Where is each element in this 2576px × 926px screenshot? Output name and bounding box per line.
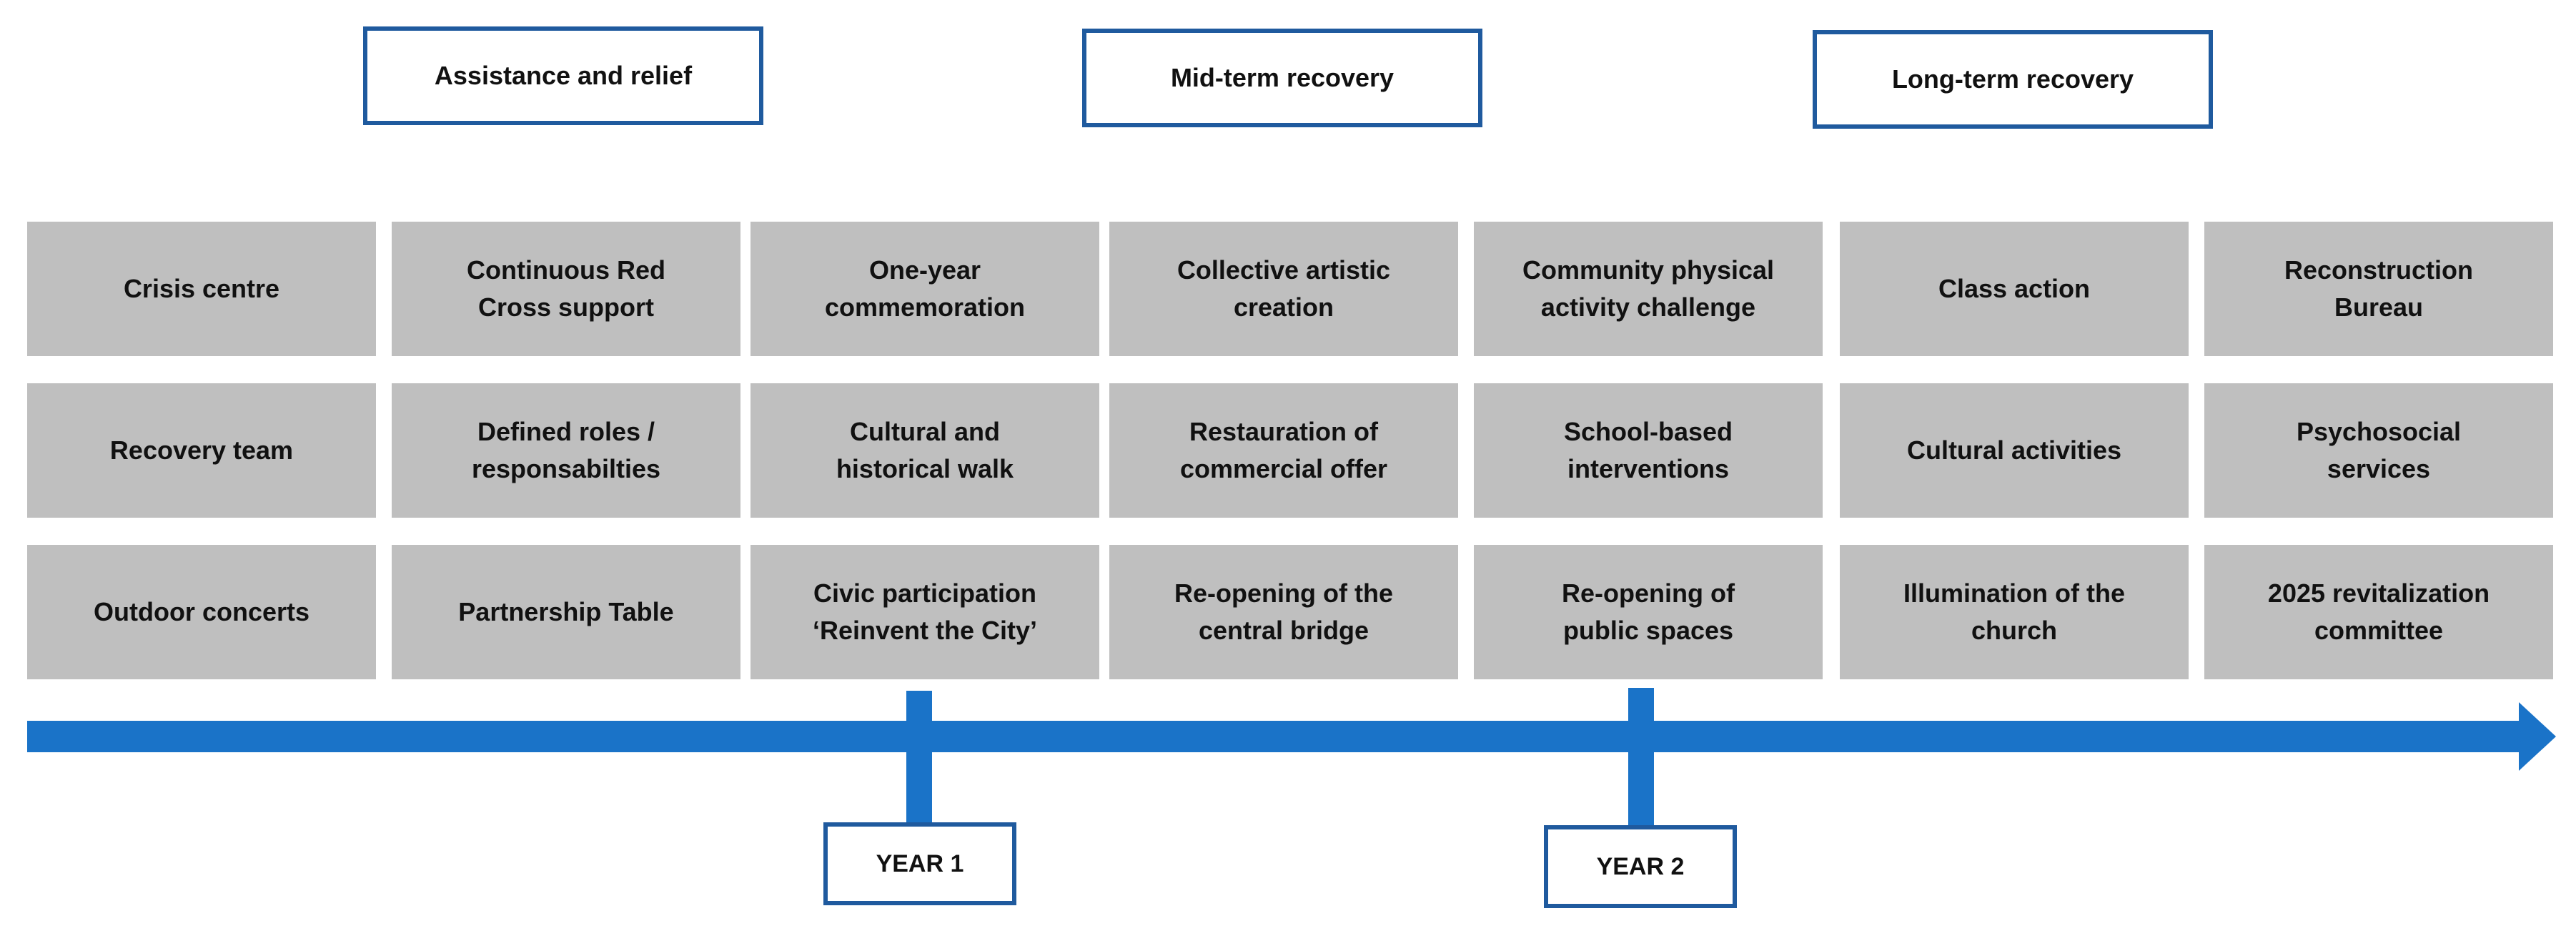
activity-cell: 2025 revitalization committee [2204, 545, 2553, 679]
phase-assistance-and-relief: Assistance and relief [363, 26, 763, 125]
activity-cell: Recovery team [27, 383, 376, 518]
activity-cell: Reconstruction Bureau [2204, 222, 2553, 356]
phase-long-term-recovery: Long-term recovery [1813, 30, 2213, 129]
activity-cell: Defined roles / responsabilties [392, 383, 740, 518]
activity-cell: Continuous Red Cross support [392, 222, 740, 356]
activity-cell: Crisis centre [27, 222, 376, 356]
activity-cell: Outdoor concerts [27, 545, 376, 679]
year-1-marker: YEAR 1 [823, 822, 1016, 905]
timeline-arrow-shaft [27, 721, 2520, 752]
activity-cell: Partnership Table [392, 545, 740, 679]
activity-cell: Community physical activity challenge [1474, 222, 1823, 356]
activity-cell: Restauration of commercial offer [1109, 383, 1458, 518]
activity-cell: Psychosocial services [2204, 383, 2553, 518]
activity-cell: One-year commemoration [750, 222, 1099, 356]
activity-cell: Cultural activities [1840, 383, 2189, 518]
activity-cell: Class action [1840, 222, 2189, 356]
activity-cell: Re-opening of the central bridge [1109, 545, 1458, 679]
activity-cell: School-based interventions [1474, 383, 1823, 518]
activity-cell: Civic participation ‘Reinvent the City’ [750, 545, 1099, 679]
activity-cell: Illumination of the church [1840, 545, 2189, 679]
activity-cell: Cultural and historical walk [750, 383, 1099, 518]
timeline-arrow-head [2519, 702, 2556, 771]
year-2-marker: YEAR 2 [1544, 825, 1737, 908]
activity-cell: Collective artistic creation [1109, 222, 1458, 356]
activity-cell: Re-opening of public spaces [1474, 545, 1823, 679]
year-2-tick [1628, 688, 1654, 825]
year-1-tick [906, 691, 932, 822]
phase-mid-term-recovery: Mid-term recovery [1082, 29, 1482, 127]
